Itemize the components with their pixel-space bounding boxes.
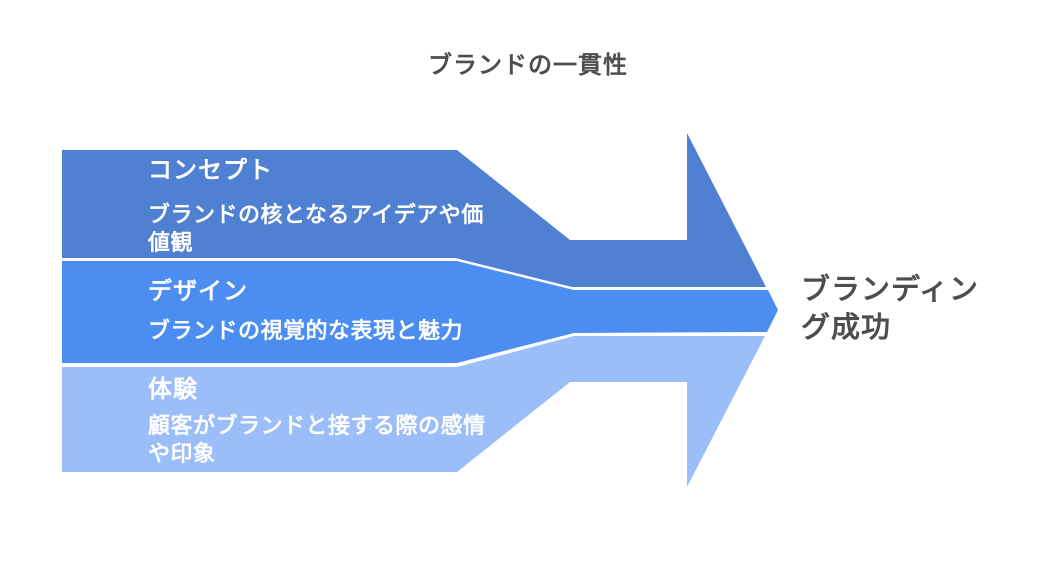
experience-band-name: 体験 <box>148 376 198 403</box>
experience-band-description: 顧客がブランドと接する際の感情や印象 <box>148 413 486 466</box>
concept-band-description: ブランドの核となるアイデアや価値観 <box>148 202 484 255</box>
design-band-shape <box>62 261 778 363</box>
experience-band-shape <box>62 336 765 487</box>
diagram-title: ブランドの一貫性 <box>428 52 628 79</box>
design-band-description: ブランドの視覚的な表現と魅力 <box>148 318 464 343</box>
design-band-name: デザイン <box>148 278 248 305</box>
result-label: ブランディング成功 <box>801 274 979 344</box>
concept-band-shape <box>62 133 766 287</box>
concept-band-name: コンセプト <box>148 157 273 184</box>
